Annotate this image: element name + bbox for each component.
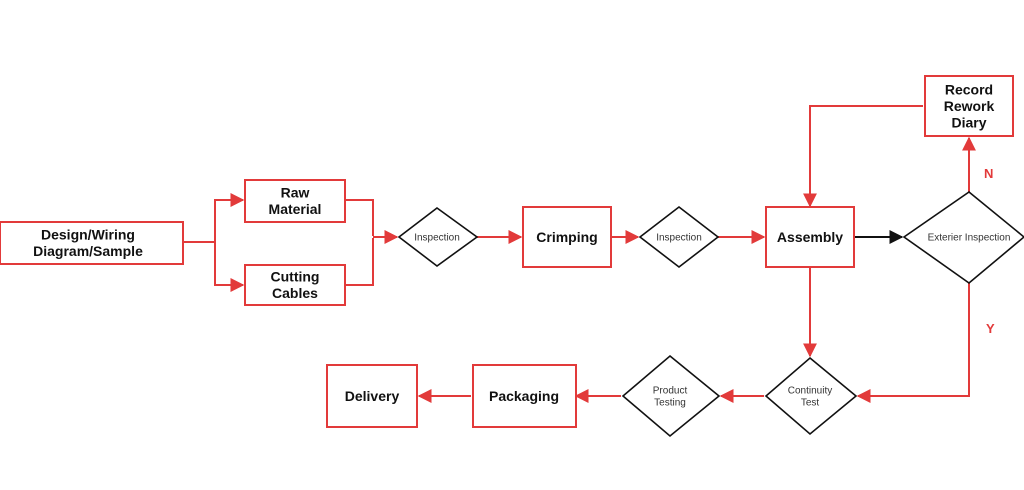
node-delivery-label: Delivery [345,388,400,404]
node-packaging-label: Packaging [489,388,559,404]
node-inspection-2: Inspection [638,205,720,269]
node-packaging: Packaging [472,364,577,428]
node-crimping-label: Crimping [536,229,597,245]
edge-to-cutting-cables [214,242,245,292]
node-exterior-inspection: Exterier Inspection [902,190,1024,285]
node-exterior-inspection-label: Exterier Inspection [928,233,1011,244]
node-inspection-1-label: Inspection [414,233,460,244]
node-assembly: Assembly [765,206,855,268]
edge-label-yes: Y [986,321,995,336]
node-assembly-label: Assembly [777,229,843,245]
edge-raw-material-merge [345,199,374,236]
edges [183,105,976,403]
node-crimping: Crimping [522,206,612,268]
node-inspection-2-label: Inspection [656,233,702,244]
edge-to-raw-material [214,193,245,242]
edge-cutting-cables-merge [345,238,374,286]
edge-exterior-inspection-yes [856,283,970,403]
edge-record-rework-to-assembly [803,105,923,208]
node-inspection-1: Inspection [397,207,479,267]
node-delivery: Delivery [326,364,418,428]
edge-label-no: N [984,166,993,181]
